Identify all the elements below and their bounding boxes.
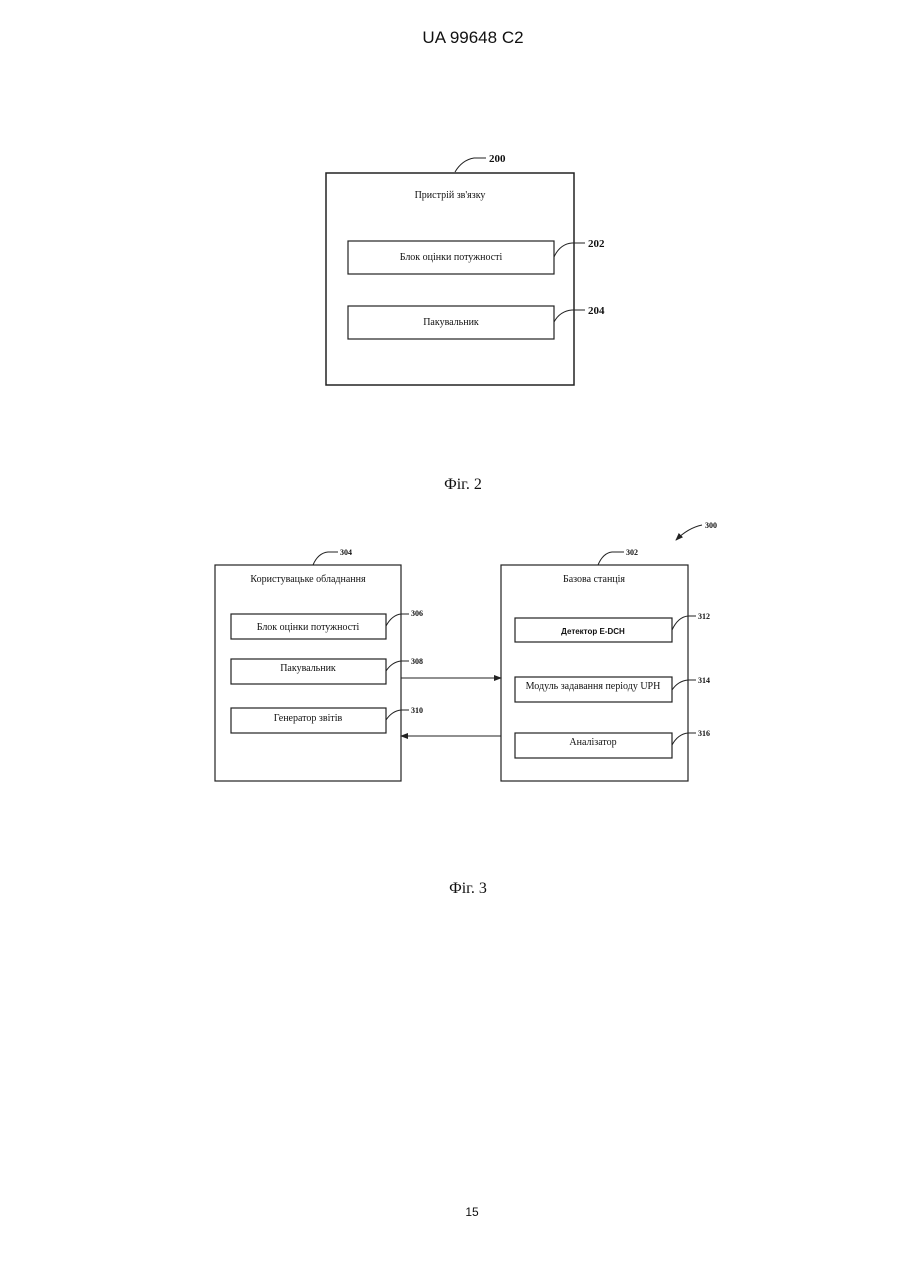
leader-306 <box>386 614 409 626</box>
ref-316: 316 <box>698 729 710 738</box>
ref-314: 314 <box>698 676 710 685</box>
figure-2-caption: Фіг. 2 <box>444 476 482 493</box>
ref-202: 202 <box>588 238 605 250</box>
base-station-box <box>501 565 688 781</box>
ue-power-estimation-label: Блок оцінки потужності <box>257 622 360 633</box>
base-station-label: Базова станція <box>563 574 625 585</box>
leader-204 <box>554 310 585 322</box>
leader-300 <box>676 525 702 540</box>
leader-316 <box>672 733 696 745</box>
packer-label: Пакувальник <box>423 317 479 328</box>
figure-2: 200 Пристрій зв'язку Блок оцінки потужно… <box>326 153 605 493</box>
page-number: 15 <box>465 1205 479 1219</box>
leader-314 <box>672 680 696 690</box>
ref-200: 200 <box>489 153 506 165</box>
patent-number: UA 99648 C2 <box>422 28 523 47</box>
ref-306: 306 <box>411 609 423 618</box>
leader-310 <box>386 710 409 720</box>
power-estimation-block-label: Блок оцінки потужності <box>400 252 503 263</box>
ref-204: 204 <box>588 305 605 317</box>
ref-300: 300 <box>705 521 717 530</box>
ref-304: 304 <box>340 548 352 557</box>
edch-detector-label: Детектор E-DCH <box>561 627 625 636</box>
ref-312: 312 <box>698 612 710 621</box>
leader-200 <box>455 158 486 172</box>
communication-device-label: Пристрій зв'язку <box>415 190 486 201</box>
user-equipment-label: Користувацьке обладнання <box>250 574 366 585</box>
analyzer-label: Аналізатор <box>569 737 616 748</box>
leader-202 <box>554 243 585 257</box>
ref-310: 310 <box>411 706 423 715</box>
communication-device-box <box>326 173 574 385</box>
uph-period-module-label: Модуль задавання періоду UPH <box>526 681 661 692</box>
leader-302 <box>598 552 624 565</box>
report-generator-label: Генератор звітів <box>274 713 343 724</box>
leader-312 <box>672 616 696 630</box>
leader-308 <box>386 661 409 671</box>
ue-packer-label: Пакувальник <box>280 663 336 674</box>
figure-3-caption: Фіг. 3 <box>449 880 487 897</box>
leader-304 <box>313 552 338 565</box>
ref-308: 308 <box>411 657 423 666</box>
ref-302: 302 <box>626 548 638 557</box>
figure-3: 300 304 Користувацьке обладнання Блок оц… <box>215 521 717 897</box>
